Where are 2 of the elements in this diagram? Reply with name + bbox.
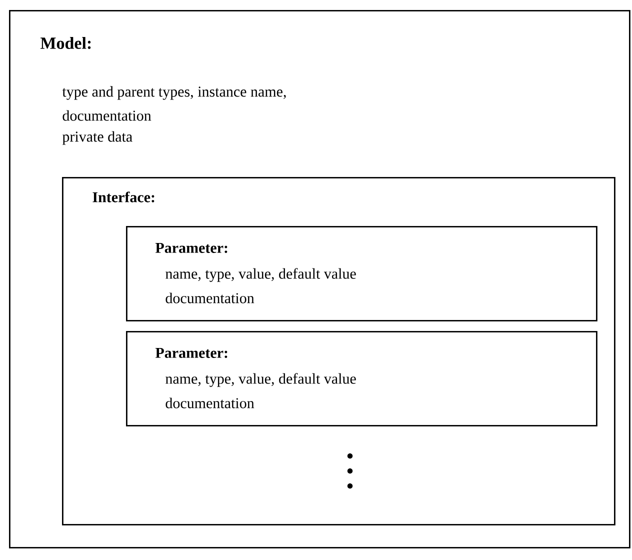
parameter-box: Parameter: name, type, value, default value documentation	[126, 331, 598, 426]
parameter-box: Parameter: name, type, value, default value documentation	[126, 226, 598, 322]
